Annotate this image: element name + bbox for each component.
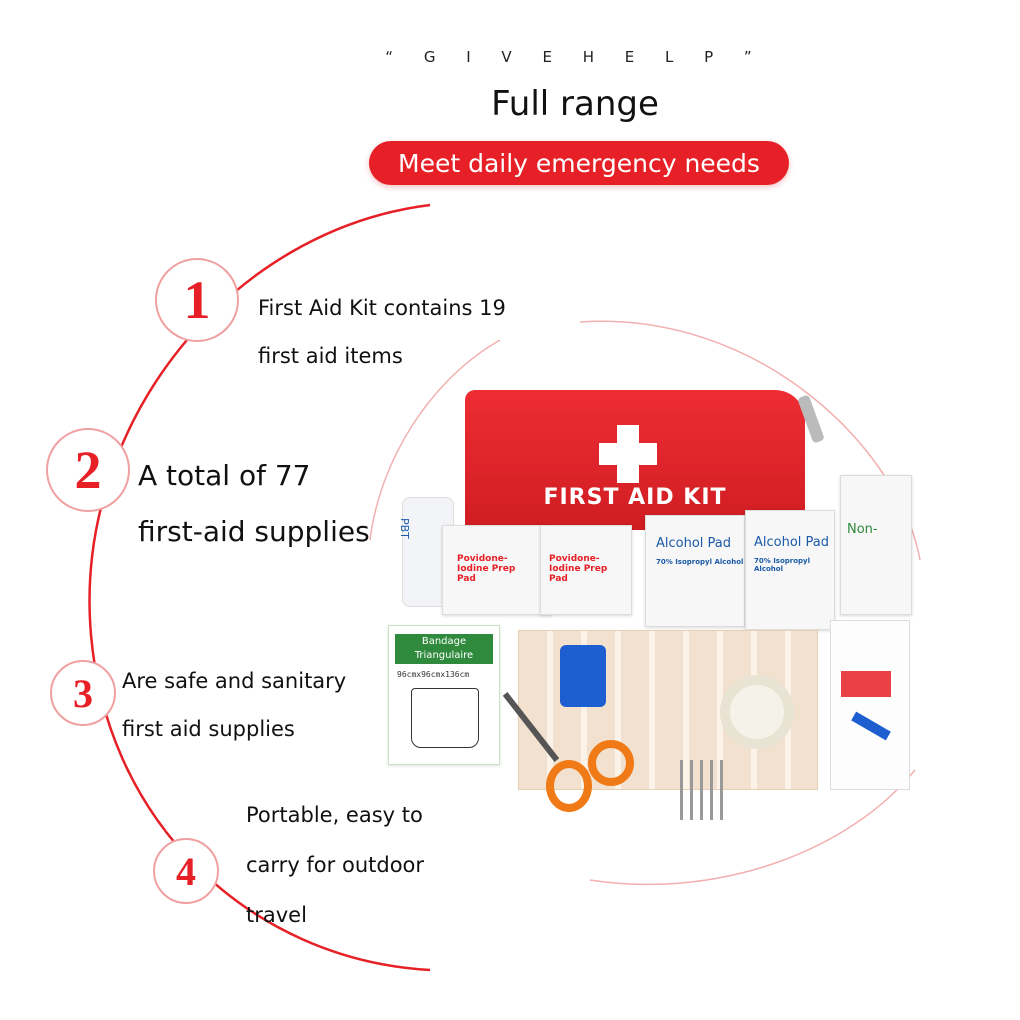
instruction-card-tool bbox=[851, 711, 891, 741]
feature-4-text: Portable, easy to carry for outdoor trav… bbox=[246, 790, 424, 940]
feature-3-line-1: Are safe and sanitary bbox=[122, 669, 347, 693]
scissors-handle-1 bbox=[546, 760, 592, 812]
feature-1-line-1: First Aid Kit contains 19 bbox=[258, 296, 506, 320]
feature-2-line-1: A total of 77 bbox=[138, 459, 311, 492]
cross-icon-bar bbox=[599, 443, 657, 465]
feature-4-line-2: carry for outdoor bbox=[246, 853, 425, 877]
instruction-card bbox=[830, 620, 910, 790]
medical-tape-roll bbox=[720, 675, 794, 749]
instruction-card-figure bbox=[841, 671, 891, 697]
iodine-pad-1: Povidone-Iodine Prep Pad bbox=[442, 525, 552, 615]
feature-number-4: 4 bbox=[153, 838, 219, 904]
feature-1-text: First Aid Kit contains 19 first aid item… bbox=[258, 284, 506, 380]
feature-2-text: A total of 77 first-aid supplies bbox=[138, 448, 370, 560]
shirt-illustration bbox=[411, 688, 479, 748]
non-adherent-pad: Non- bbox=[840, 475, 912, 615]
inner-arc-left bbox=[369, 339, 501, 541]
triangular-bandage-size: 96cmx96cmx136cm bbox=[397, 670, 470, 679]
feature-3-text: Are safe and sanitary first aid supplies bbox=[122, 657, 346, 753]
alcohol-pad-2-label: Alcohol Pad bbox=[754, 535, 830, 550]
iodine-pad-2-label: Povidone-Iodine Prep Pad bbox=[549, 554, 608, 584]
alcohol-pad-1-label: Alcohol Pad bbox=[656, 536, 732, 551]
triangular-bandage-label: Bandage Triangulaire bbox=[395, 634, 493, 664]
outer-arc bbox=[88, 203, 431, 972]
triangular-bandage: Bandage Triangulaire 96cmx96cmx136cm bbox=[388, 625, 500, 765]
bottle-label: PBT bbox=[398, 518, 411, 539]
feature-number-1: 1 bbox=[155, 258, 239, 342]
iodine-pad-1-label: Povidone-Iodine Prep Pad bbox=[457, 554, 516, 584]
safety-pins bbox=[680, 760, 730, 820]
product-photo: FIRST AID KIT PBT Povidone-Iodine Prep P… bbox=[380, 385, 920, 845]
headline: Full range bbox=[491, 84, 659, 124]
inner-arc-bottom bbox=[589, 769, 916, 886]
alcohol-pad-2: Alcohol Pad 70% Isopropyl Alcohol bbox=[745, 510, 835, 630]
blue-bandage-roll bbox=[560, 645, 606, 707]
feature-4-line-1: Portable, easy to bbox=[246, 803, 423, 827]
feature-4-line-3: travel bbox=[246, 903, 307, 927]
iodine-pad-2: Povidone-Iodine Prep Pad bbox=[540, 525, 632, 615]
alcohol-pad-2-sub: 70% Isopropyl Alcohol bbox=[754, 557, 811, 573]
non-adherent-pad-label: Non- bbox=[847, 522, 878, 537]
tagline: “ G I V E H E L P ” bbox=[385, 48, 765, 66]
scissors-handle-2 bbox=[588, 740, 634, 786]
alcohol-pad-1-sub: 70% Isopropyl Alcohol bbox=[656, 558, 744, 566]
feature-2-line-2: first-aid supplies bbox=[138, 515, 370, 548]
feature-1-line-2: first aid items bbox=[258, 344, 403, 368]
feature-number-3: 3 bbox=[50, 660, 116, 726]
subtitle-pill: Meet daily emergency needs bbox=[369, 141, 789, 185]
feature-number-2: 2 bbox=[46, 428, 130, 512]
alcohol-pad-1: Alcohol Pad 70% Isopropyl Alcohol bbox=[645, 515, 745, 627]
bag-label: FIRST AID KIT bbox=[543, 485, 727, 510]
feature-3-line-2: first aid supplies bbox=[122, 717, 295, 741]
